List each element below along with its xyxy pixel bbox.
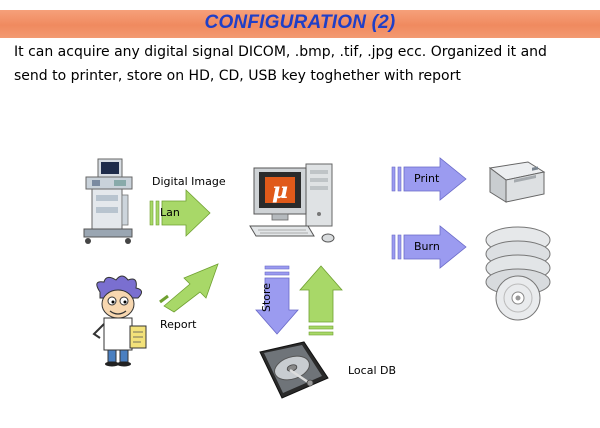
lan-arrow-icon	[149, 189, 211, 237]
report-arrow-icon	[159, 263, 219, 313]
page-title: CONFIGURATION (2)	[204, 12, 396, 33]
description-line-1: It can acquire any digital signal DICOM,…	[14, 44, 547, 60]
doctor-report-icon	[92, 275, 147, 367]
lan-arrow-label: Lan	[160, 206, 180, 219]
report-label: Report	[160, 318, 197, 331]
cd-stack-icon	[485, 226, 551, 321]
burn-arrow-label: Burn	[414, 240, 440, 253]
description-line-2: send to printer, store on HD, CD, USB ke…	[14, 68, 461, 84]
workstation-computer-icon: μ	[249, 163, 335, 243]
store-arrow-icon	[255, 265, 299, 335]
svg-text:μ: μ	[272, 178, 288, 204]
store-arrow-label: Store	[260, 282, 273, 312]
print-arrow-icon	[391, 157, 467, 201]
digital-image-label: Digital Image	[152, 175, 226, 188]
retrieve-arrow-icon	[299, 265, 343, 336]
title-banner	[0, 10, 600, 38]
description-text: It can acquire any digital signal DICOM,…	[14, 40, 594, 88]
print-arrow-label: Print	[414, 172, 440, 185]
local-db-label: Local DB	[348, 364, 397, 377]
printer-icon	[488, 161, 546, 203]
hard-drive-icon	[259, 341, 329, 399]
ultrasound-device-icon	[83, 158, 133, 244]
burn-arrow-icon	[391, 225, 467, 269]
